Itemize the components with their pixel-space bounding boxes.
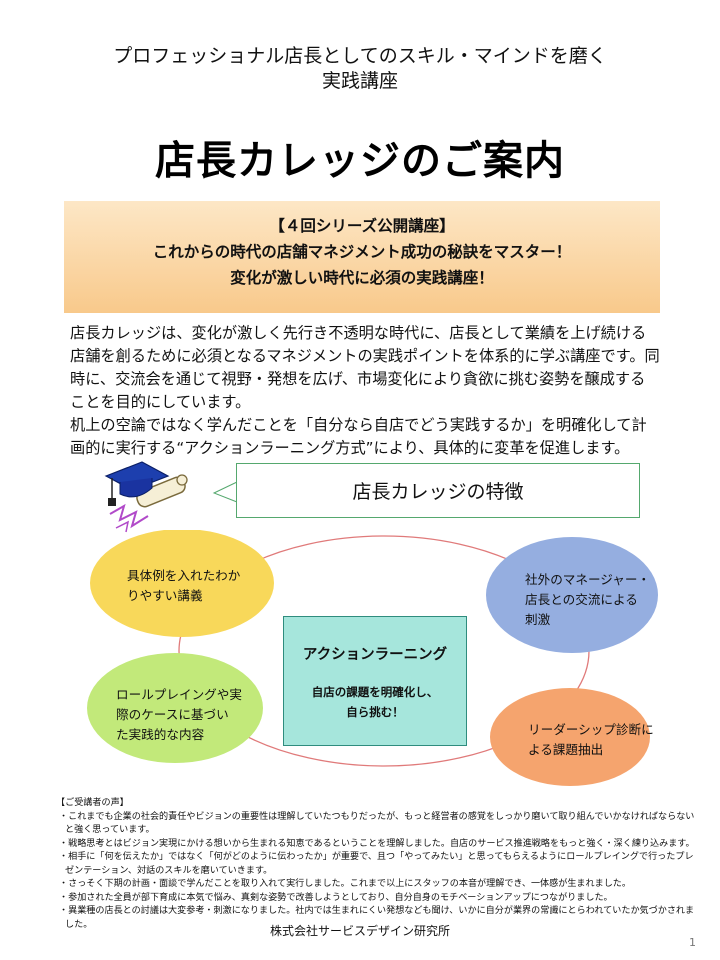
intro-text: 店長カレッジは、変化が激しく先行き不透明な時代に、店長として業績を上げ続ける店舗… (70, 322, 660, 460)
feature-node-3-line-1: ロールプレイングや実 (116, 687, 242, 702)
page-title: 店長カレッジのご案内 (155, 138, 565, 184)
features-diagram (87, 530, 658, 786)
feature-node-2-line-1: 社外のマネージャー・ (525, 572, 651, 587)
feature-node-1: 具体例を入れたわか りやすい講義 (127, 566, 240, 606)
feature-node-2-line-2: 店長との交流による (525, 592, 638, 607)
subtitle-line-2: 実践講座 (321, 70, 398, 92)
participant-voices: 【ご受講者の声】 ・これまでも企業の社会的責任やビジョンの重要性は理解していたつ… (56, 797, 696, 932)
callout-pointer (212, 481, 238, 503)
feature-node-3-shape (87, 653, 263, 763)
feature-node-2-line-3: 刺激 (525, 612, 551, 627)
action-learning-box: アクションラーニング 自店の課題を明確化し、 自ら挑む！ (283, 616, 467, 746)
feature-node-2: 社外のマネージャー・ 店長との交流による 刺激 (525, 570, 650, 630)
voice-item: ・異業種の店長との討議は大変参考・刺激になりました。社内では生まれにくい発想など… (59, 906, 695, 930)
action-learning-description: 自店の課題を明確化し、 自ら挑む！ (284, 682, 466, 722)
voice-item: ・これまでも企業の社会的責任やビジョンの重要性は理解していたつもりだったが、もっ… (59, 811, 695, 836)
features-heading: 店長カレッジの特徴 (236, 463, 640, 518)
feature-node-4-line-2: よる課題抽出 (528, 742, 604, 757)
intro-paragraph-2: 机上の空論ではなく学んだことを「自分なら自店でどう実践するか」を明確化して計画的… (70, 416, 647, 457)
subtitle: プロフェッショナル店長としてのスキル・マインドを磨く 実践講座 (0, 44, 720, 94)
highlight-banner: 【４回シリーズ公開講座】 これからの時代の店舗マネジメント成功の秘訣をマスター！… (64, 201, 660, 313)
voice-item: ・相手に「何を伝えたか」ではなく「何がどのように伝わったか」が重要で、且つ「やっ… (59, 852, 694, 876)
voices-heading: 【ご受講者の声】 (56, 798, 129, 808)
feature-node-3: ロールプレイングや実 際のケースに基づい た実践的な内容 (116, 685, 242, 745)
page-number: 1 (689, 936, 696, 949)
feature-node-4-line-1: リーダーシップ診断に (528, 722, 654, 737)
company-name: 株式会社サービスデザイン研究所 (269, 924, 450, 938)
feature-node-1-line-2: りやすい講義 (127, 588, 203, 603)
voice-item: ・さっそく下期の計画・面談で学んだことを取り入れて実行しました。これまで以上にス… (59, 879, 631, 889)
graduation-cap-icon (104, 461, 188, 533)
banner-line-2: これからの時代の店舗マネジメント成功の秘訣をマスター！ (152, 243, 572, 261)
feature-node-4: リーダーシップ診断に よる課題抽出 (528, 720, 654, 760)
feature-node-4-shape (490, 688, 650, 786)
action-learning-title: アクションラーニング (302, 647, 448, 663)
banner-line-3: 変化が激しい時代に必須の実践講座！ (230, 269, 494, 287)
feature-node-2-shape (486, 537, 658, 653)
feature-node-3-line-3: た実践的な内容 (116, 727, 205, 742)
subtitle-line-1: プロフェッショナル店長としてのスキル・マインドを磨く (113, 45, 607, 67)
feature-node-1-line-1: 具体例を入れたわか (127, 568, 241, 583)
intro-paragraph-1: 店長カレッジは、変化が激しく先行き不透明な時代に、店長として業績を上げ続ける店舗… (70, 324, 660, 411)
voice-item: ・戦略思考とはビジョン実現にかける想いから生まれる知恵であるということを理解しま… (59, 838, 695, 849)
feature-node-1-shape (90, 530, 274, 637)
feature-node-3-line-2: 際のケースに基づい (116, 707, 229, 722)
action-learning-desc-line-1: 自店の課題を明確化し、 (311, 685, 439, 699)
action-learning-desc-line-2: 自ら挑む！ (346, 705, 404, 719)
voice-item: ・参加された全員が部下育成に本気で悩み、真剣な姿勢で改善しようとしており、自分自… (59, 892, 613, 903)
banner-line-1: 【４回シリーズ公開講座】 (269, 217, 455, 235)
